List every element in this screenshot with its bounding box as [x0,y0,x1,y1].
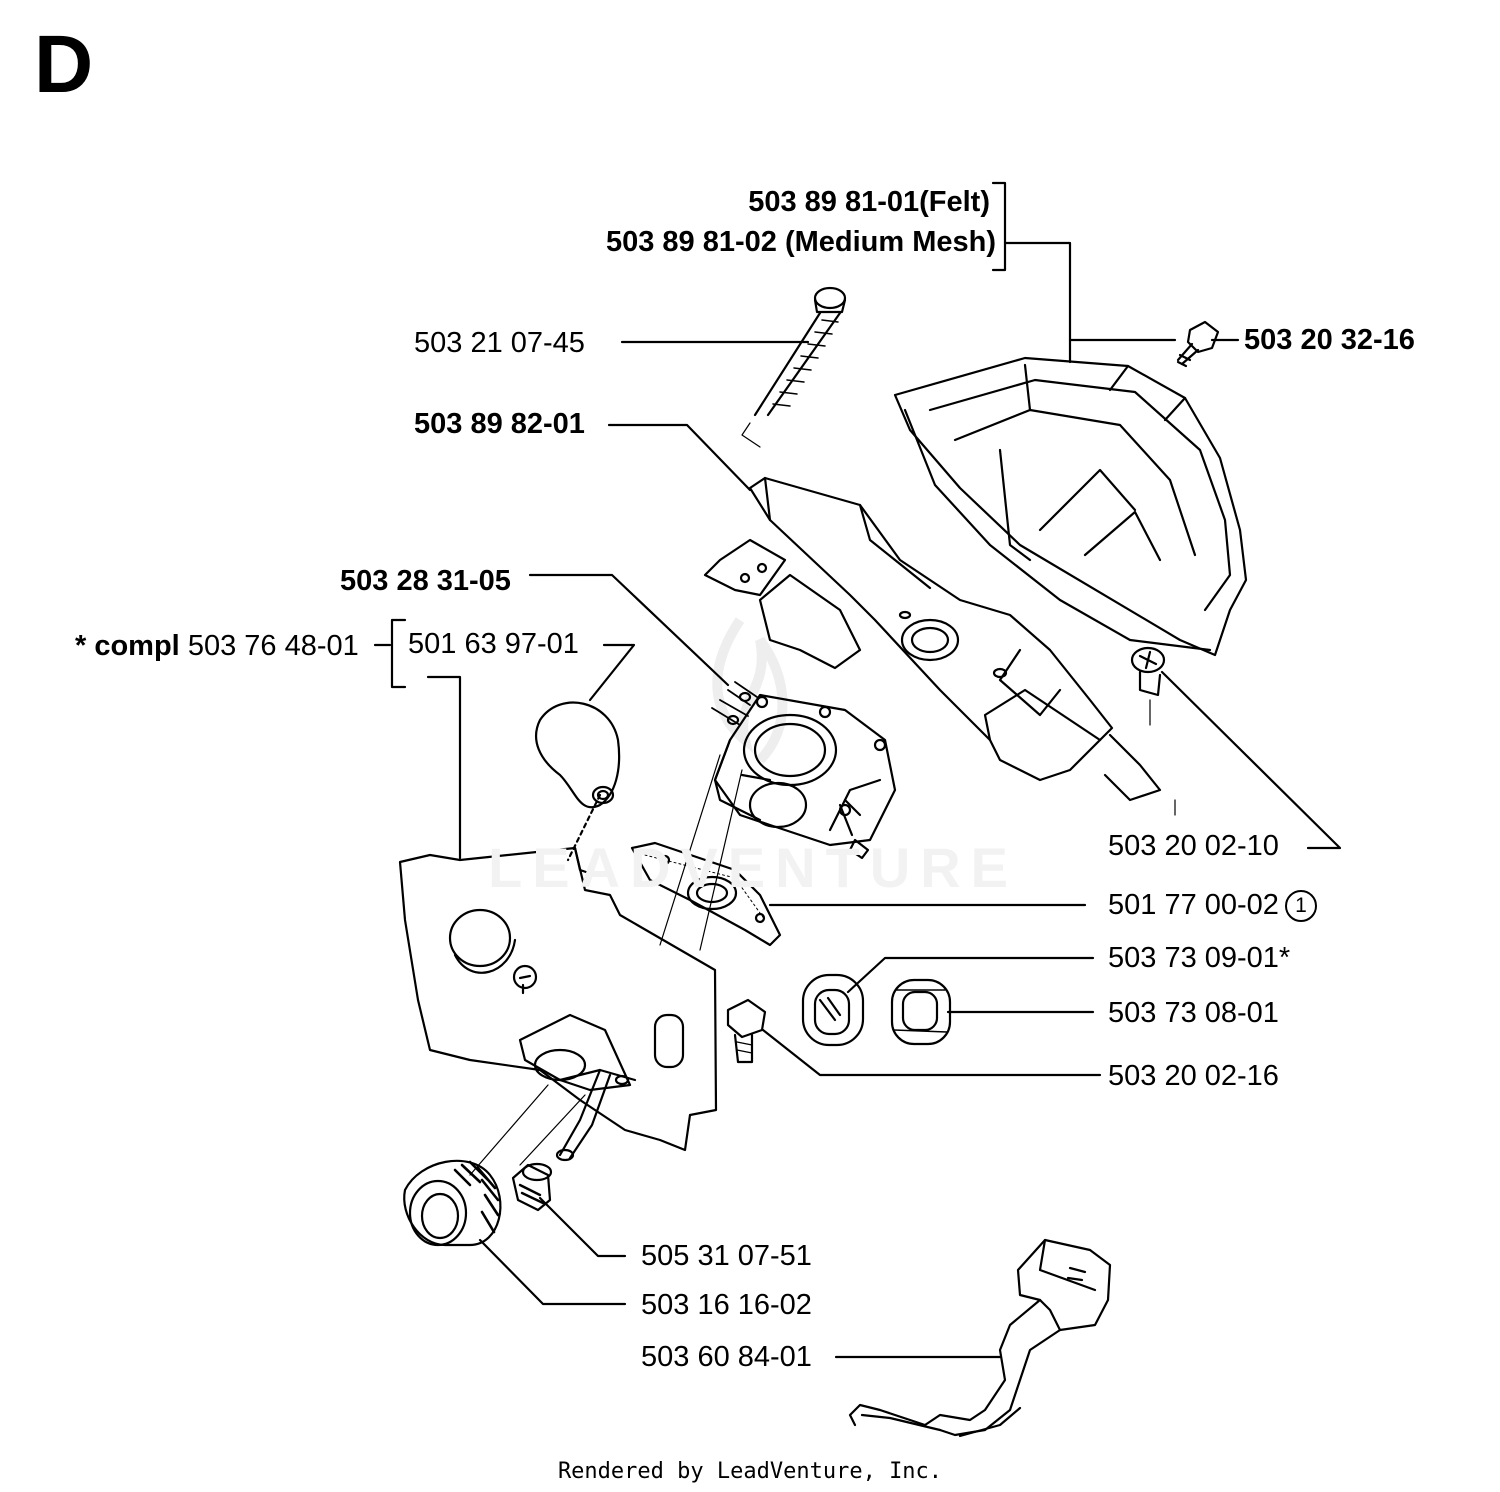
label-screw-long: 503 21 07-45 [414,327,585,359]
carburetor [711,681,897,860]
label-primer-bulb: 501 63 97-01 [408,628,579,660]
gasket [630,841,782,947]
watermark-text: LEADVENTURE [488,836,1019,899]
leader-lines [373,181,1342,1359]
grommet-b [890,978,952,1046]
footer-credit: Rendered by LeadVenture, Inc. [557,1459,943,1484]
holder-screw [1130,646,1166,697]
base-screw [726,998,767,1064]
label-screw-base: 503 20 02-16 [1108,1060,1279,1092]
note-marker: 1 [1284,890,1317,922]
sleeve [511,1162,553,1212]
label-carburetor: 503 28 31-05 [340,565,511,597]
label-gasket-number: 501 77 00-02 [1108,889,1279,921]
long-screw [753,286,847,417]
base-plate [398,846,718,1162]
section-letter: D [34,19,94,110]
label-compl-number: 503 76 48-01 [187,630,359,662]
air-filter-cover [893,356,1248,657]
label-compl: * compl 503 76 48-01 [75,629,359,663]
choke-rod [848,1238,1112,1438]
label-screw-holder: 503 20 02-10 [1108,830,1279,862]
grommet-a [801,973,865,1047]
primer-bulb [535,701,621,809]
label-grommet-b: 503 73 08-01 [1108,997,1279,1029]
label-screw-cover: 503 20 32-16 [1244,324,1415,356]
label-sleeve: 505 31 07-51 [641,1240,812,1272]
label-filter-felt: 503 89 81-01(Felt) [748,186,990,218]
label-filter-mesh: 503 89 81-02 (Medium Mesh) [605,226,996,258]
label-choke-rod: 503 60 84-01 [641,1341,812,1373]
intake-rubber [403,1159,502,1247]
label-compl-prefix: * compl [75,630,180,662]
label-filter-holder: 503 89 82-01 [414,408,585,440]
filter-holder [703,476,1162,802]
label-grommet-a: 503 73 09-01* [1108,942,1291,974]
label-intake-rubber: 503 16 16-02 [641,1289,812,1321]
cover-screw [1176,320,1220,368]
